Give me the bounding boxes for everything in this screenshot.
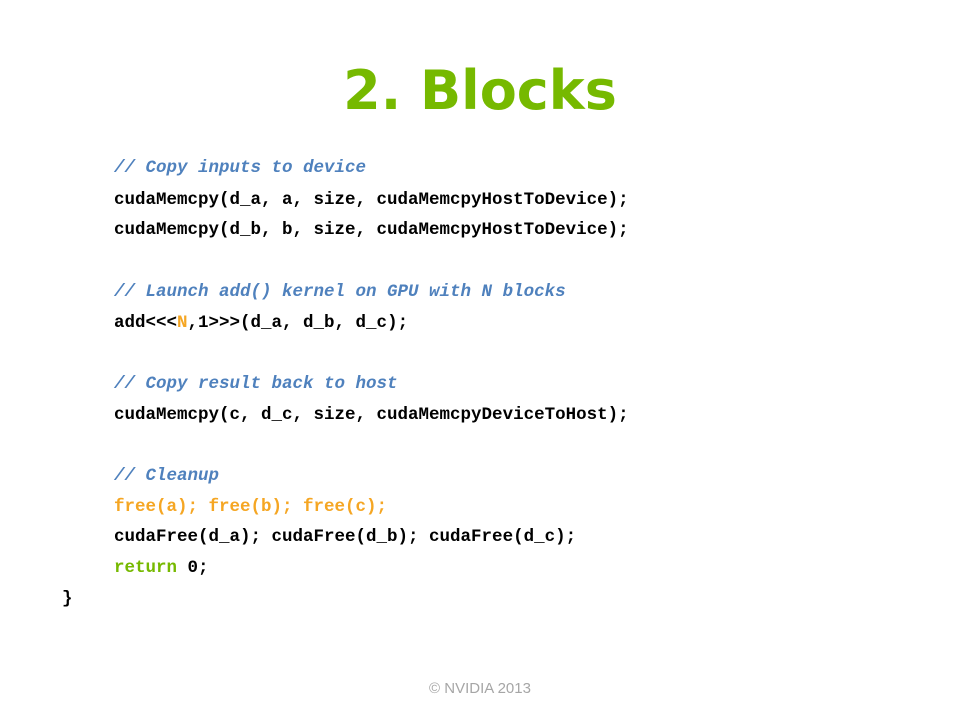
comment-launch: // Launch add() kernel on GPU with N blo…: [114, 282, 566, 302]
launch-n-highlight: N: [177, 313, 188, 333]
closing-brace: }: [62, 589, 73, 609]
return-keyword: return: [114, 558, 178, 578]
slide-title: 2. Blocks: [343, 59, 617, 122]
comment-copy-result: // Copy result back to host: [114, 374, 398, 394]
comment-copy-inputs: // Copy inputs to device: [114, 158, 367, 178]
code-line-free-device: cudaFree(d_a); cudaFree(d_b); cudaFree(d…: [114, 527, 577, 547]
copyright-footer: © NVIDIA 2013: [429, 680, 531, 697]
launch-prefix: add<<<: [114, 313, 178, 333]
code-line-free-host: free(a); free(b); free(c);: [114, 497, 388, 517]
code-line-return: return 0;: [114, 556, 209, 580]
code-line-memcpy-a: cudaMemcpy(d_a, a, size, cudaMemcpyHostT…: [114, 190, 629, 210]
return-value: 0;: [177, 558, 209, 578]
launch-suffix: ,1>>>(d_a, d_b, d_c);: [187, 313, 409, 333]
code-line-memcpy-b: cudaMemcpy(d_b, b, size, cudaMemcpyHostT…: [114, 220, 629, 240]
code-line-memcpy-c: cudaMemcpy(c, d_c, size, cudaMemcpyDevic…: [114, 405, 629, 425]
code-line-kernel-launch: add<<<N,1>>>(d_a, d_b, d_c);: [114, 311, 408, 335]
comment-cleanup: // Cleanup: [114, 466, 220, 486]
